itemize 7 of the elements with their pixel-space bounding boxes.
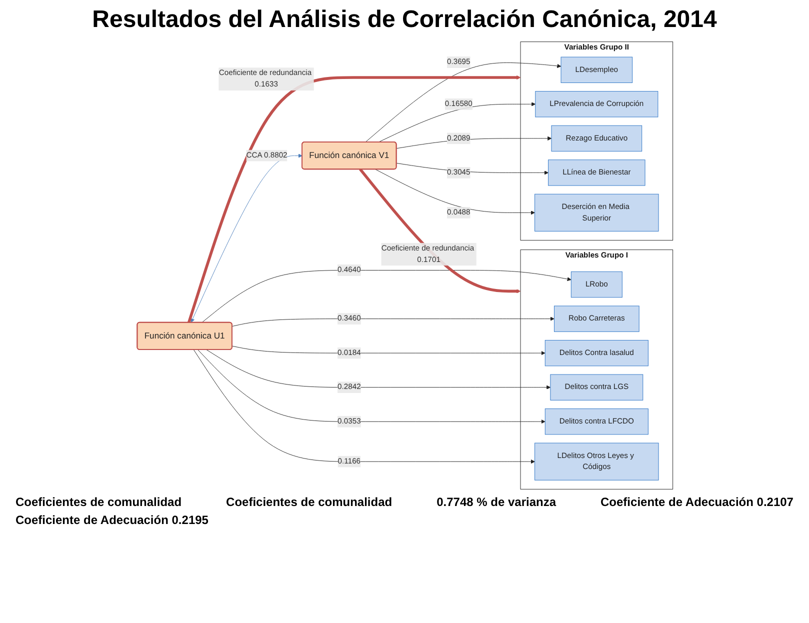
annotation-text: Coeficiente de Adecuación 0.2107 (600, 495, 794, 509)
annotation-text: Coeficientes de comunalidad (16, 495, 182, 509)
diagram-title: Resultados del Análisis de Correlación Canónica, 2014 (92, 6, 717, 34)
annotation-text: 0.7748 % de varianza (436, 495, 556, 509)
annotation-text: Coeficiente de Adecuación 0.2195 (16, 513, 208, 527)
arrow (358, 168, 520, 294)
annotation-text: Coeficientes de comunalidad (226, 495, 392, 509)
